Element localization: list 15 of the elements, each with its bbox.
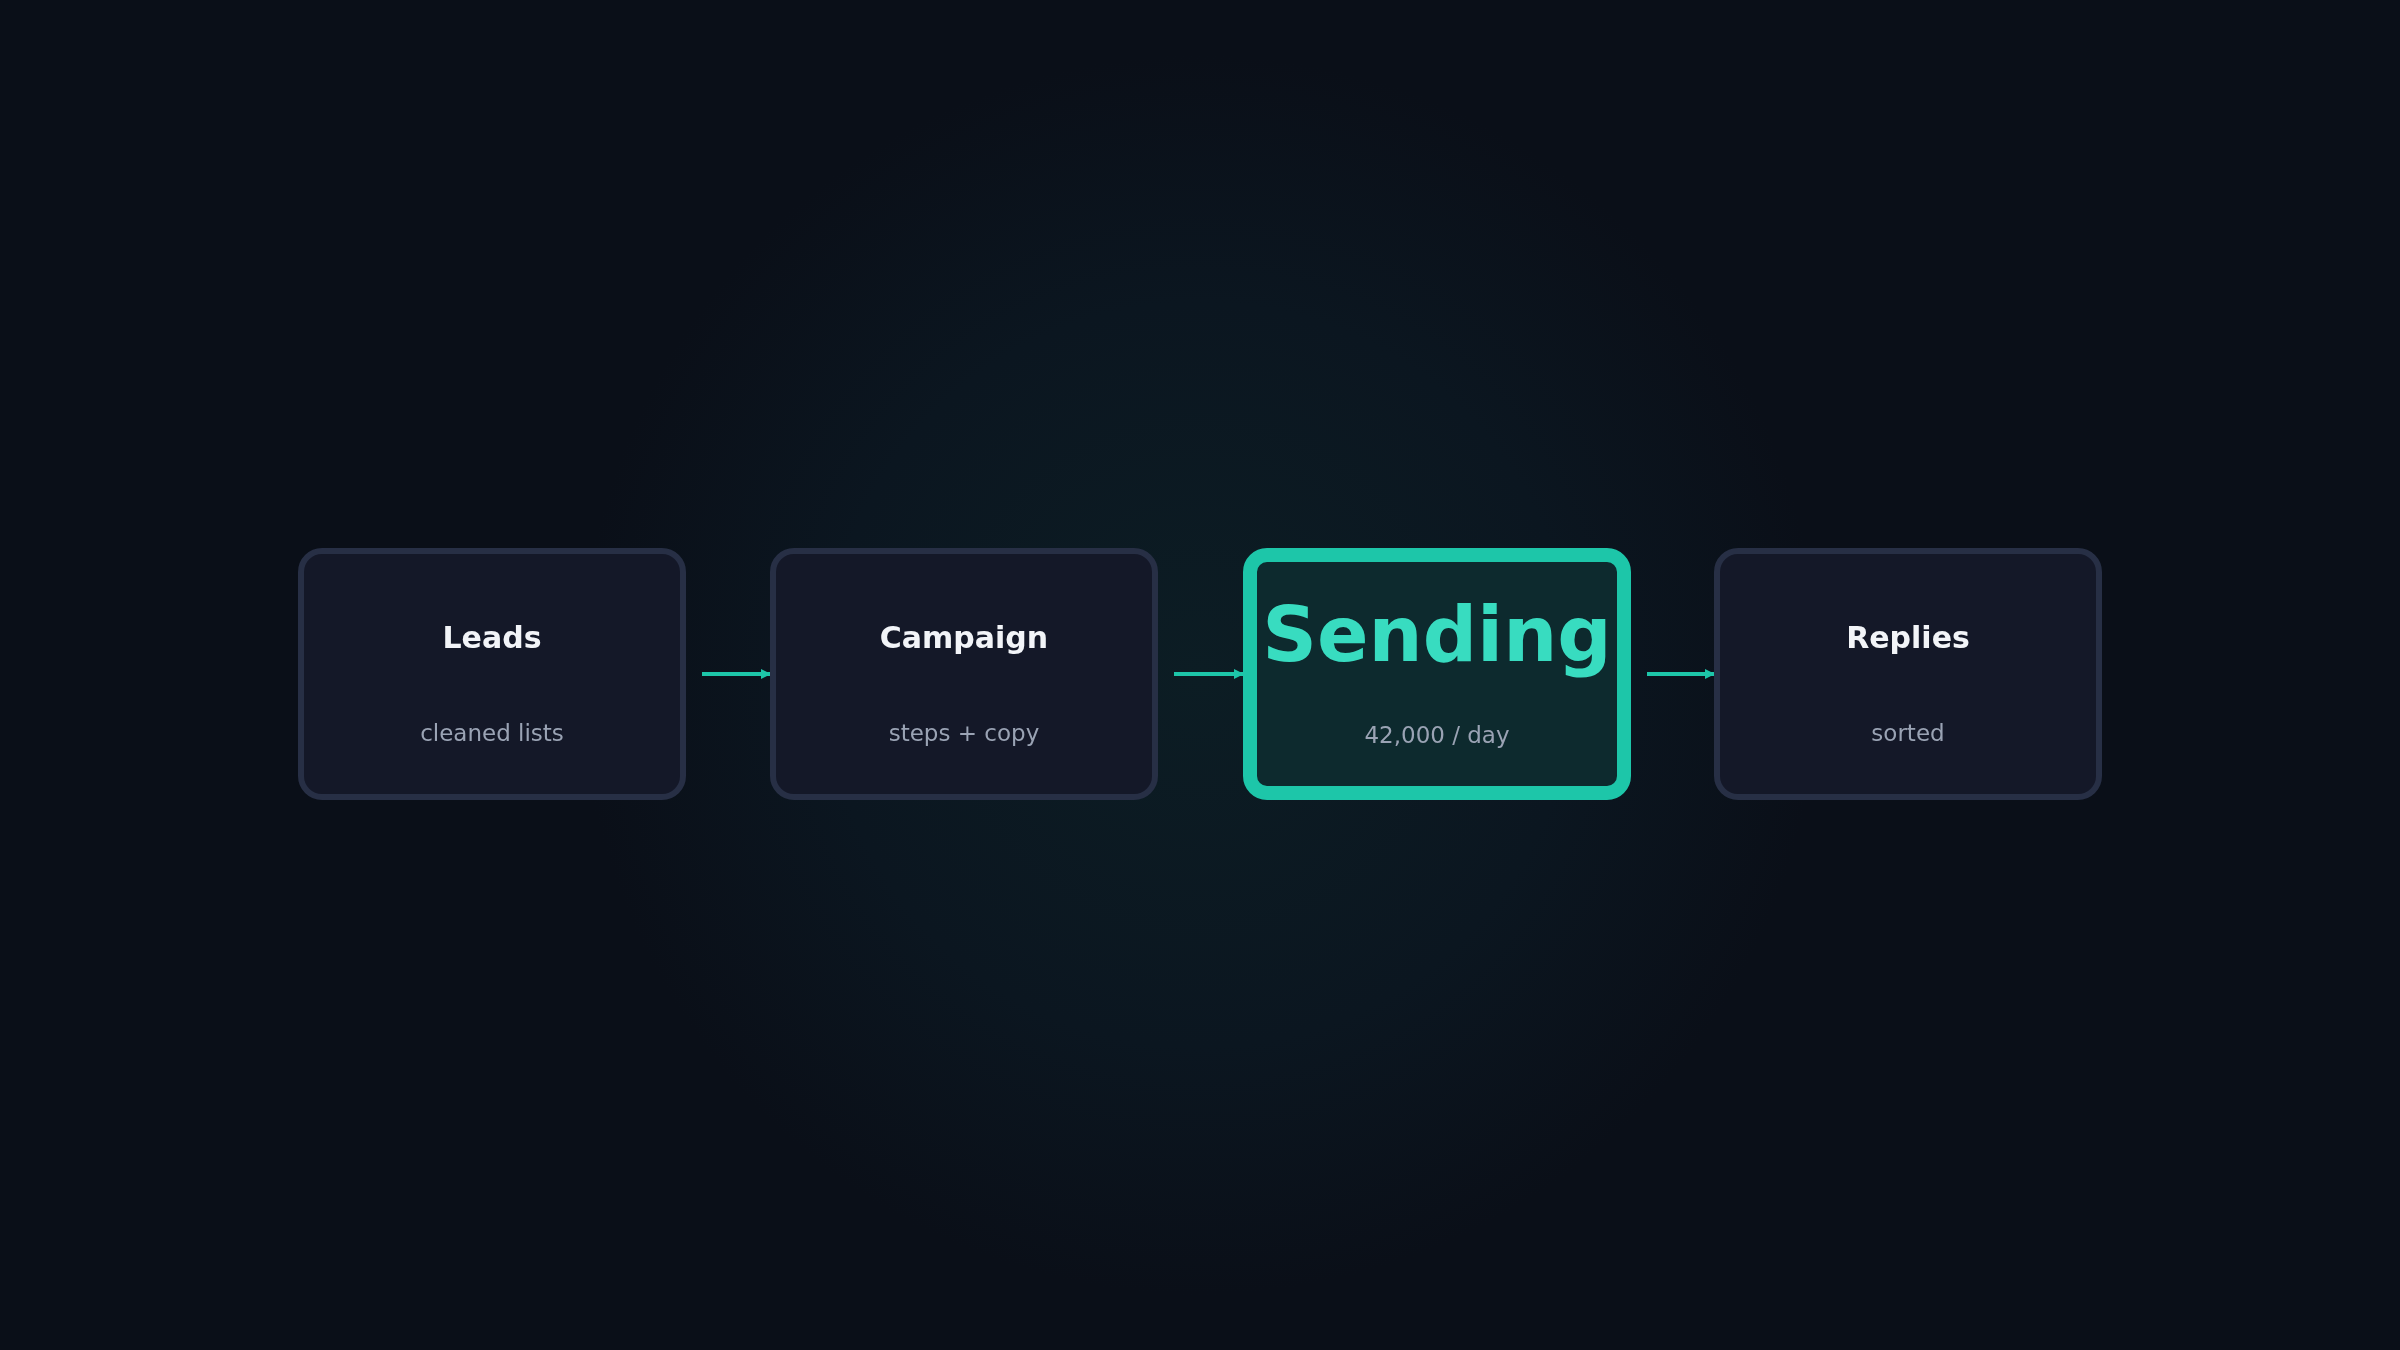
arrow <box>1174 669 1244 679</box>
step-subtitle: 42,000 / day <box>1363 722 1511 748</box>
step-box <box>1714 548 2102 800</box>
step-box <box>770 548 1158 800</box>
step-box <box>298 548 686 800</box>
step-subtitle: sorted <box>1870 720 1946 746</box>
step-subtitle: cleaned lists <box>419 720 565 746</box>
arrow <box>1647 669 1715 679</box>
step-title: Campaign <box>878 620 1050 655</box>
step-title: Replies <box>1845 620 1971 655</box>
step-subtitle: steps + copy <box>887 720 1041 746</box>
arrow <box>702 669 771 679</box>
step-title: Sending <box>1261 590 1613 679</box>
step-title: Leads <box>441 620 543 655</box>
highlighted-step-box <box>1243 548 1631 800</box>
